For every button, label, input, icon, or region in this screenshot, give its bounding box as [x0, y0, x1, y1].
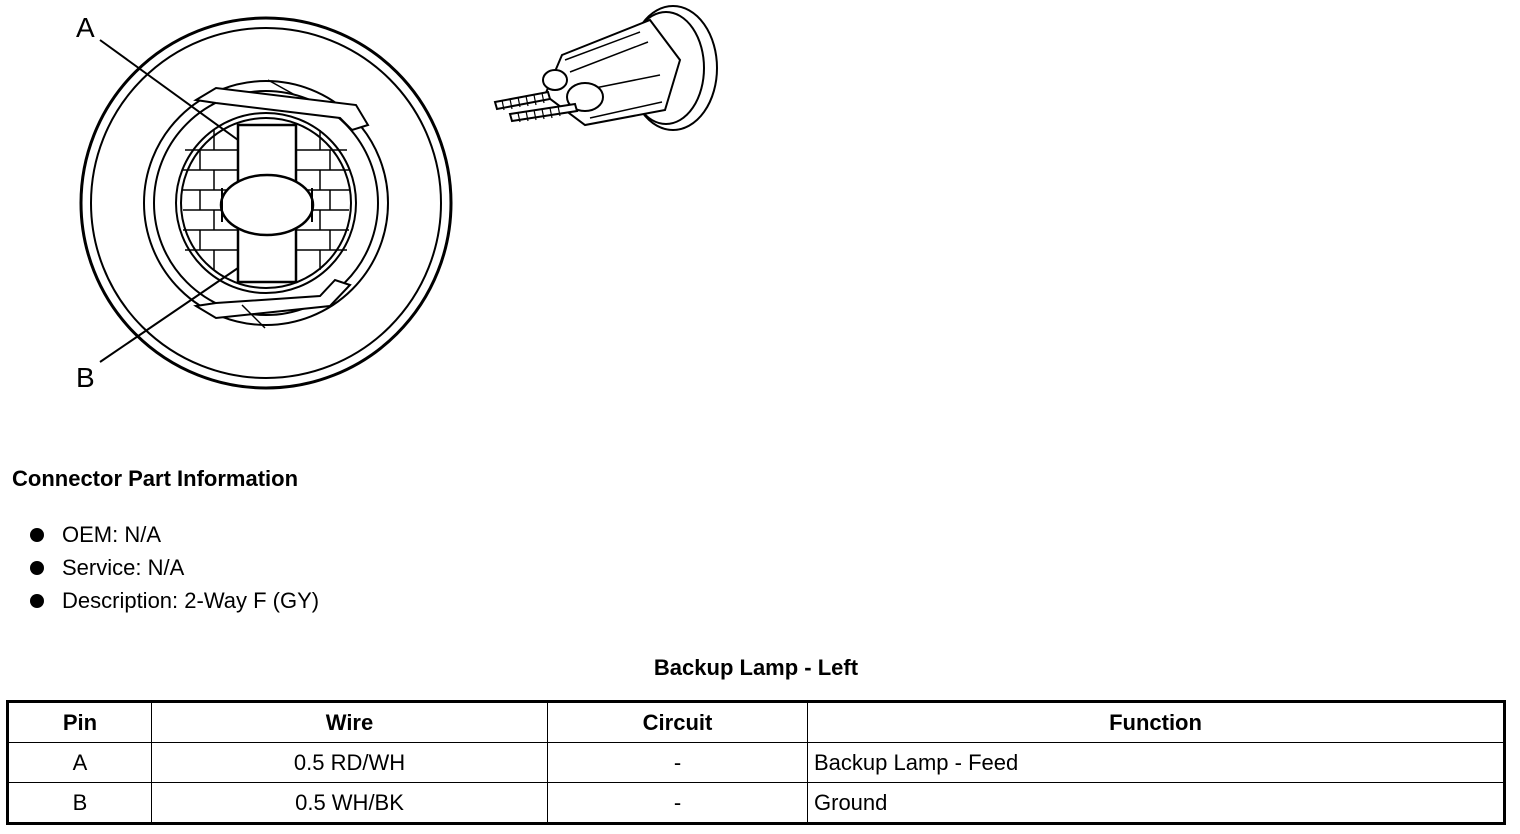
- cell-wire: 0.5 RD/WH: [151, 742, 548, 783]
- table-title: Backup Lamp - Left: [653, 655, 859, 680]
- table-row: A 0.5 RD/WH - Backup Lamp - Feed: [7, 742, 1505, 783]
- table-header-row: Pin Wire Circuit Function: [7, 701, 1505, 743]
- pinout-table: Pin Wire Circuit Function A 0.5 RD/WH - …: [6, 700, 1506, 825]
- info-item-text: OEM: N/A: [62, 522, 162, 547]
- bullet-icon: [30, 561, 44, 575]
- info-item-text: Service: N/A: [62, 555, 185, 580]
- cell-function: Backup Lamp - Feed: [807, 742, 1505, 783]
- connector-part-info-title: Connector Part Information: [12, 466, 299, 491]
- cell-pin: B: [7, 782, 152, 824]
- info-item-oem: OEM: N/A: [28, 520, 319, 553]
- cell-circuit: -: [547, 782, 808, 824]
- column-header-pin: Pin: [7, 701, 152, 743]
- pin-label-b: B: [76, 362, 95, 393]
- cell-circuit: -: [547, 742, 808, 783]
- info-item-text: Description: 2-Way F (GY): [62, 588, 320, 613]
- cell-function: Ground: [807, 782, 1505, 824]
- table-row: B 0.5 WH/BK - Ground: [7, 782, 1505, 824]
- info-item-description: Description: 2-Way F (GY): [28, 586, 319, 619]
- column-header-circuit: Circuit: [547, 701, 808, 743]
- info-item-service: Service: N/A: [28, 553, 319, 586]
- column-header-function: Function: [807, 701, 1505, 743]
- bullet-icon: [30, 528, 44, 542]
- cell-wire: 0.5 WH/BK: [151, 782, 548, 824]
- connector-info-list: OEM: N/A Service: N/A Description: 2-Way…: [28, 520, 319, 619]
- connector-3d-view: [493, 5, 718, 131]
- pin-label-a: A: [76, 12, 95, 43]
- connector-diagram: [79, 5, 718, 390]
- bullet-icon: [30, 594, 44, 608]
- column-header-wire: Wire: [151, 701, 548, 743]
- connector-face-view: [79, 16, 453, 390]
- cell-pin: A: [7, 742, 152, 783]
